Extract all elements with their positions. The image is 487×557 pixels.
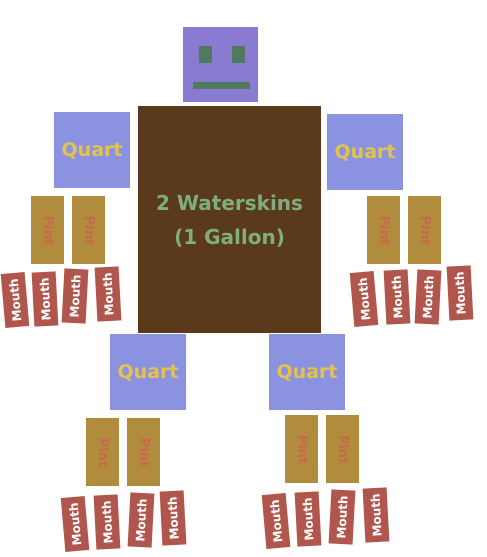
quart-top-right: Quart — [327, 114, 403, 190]
robot-head — [183, 27, 258, 102]
mouth-bottom-left-3: Mouth — [127, 492, 155, 548]
mouth-top-right-2: Mouth — [383, 269, 411, 325]
pint-label: Pint — [39, 215, 55, 245]
pint-label: Pint — [334, 434, 350, 464]
mouth-bottom-left-2: Mouth — [93, 494, 121, 550]
torso-label-line2: (1 Gallon) — [174, 224, 285, 249]
mouth-label: Mouth — [451, 271, 469, 315]
mouth-bottom-right-1: Mouth — [261, 493, 291, 549]
pint-label: Pint — [375, 215, 391, 245]
left-eye — [199, 46, 212, 63]
mouth-top-right-1: Mouth — [349, 271, 379, 327]
mouth-label: Mouth — [99, 272, 117, 316]
mouth-label: Mouth — [6, 277, 24, 323]
quart-label: Quart — [276, 361, 338, 383]
torso-label-line1: 2 Waterskins — [156, 190, 303, 215]
mouth-label: Mouth — [98, 500, 116, 544]
torso-waterskins: 2 Waterskins (1 Gallon) — [138, 106, 321, 333]
mouth-bottom-right-3: Mouth — [328, 489, 356, 545]
quart-label: Quart — [61, 139, 123, 161]
pint-label: Pint — [416, 215, 432, 245]
mouth-label: Mouth — [333, 495, 351, 539]
mouth-label: Mouth — [388, 275, 406, 319]
mouth-label: Mouth — [419, 275, 437, 319]
mouth-label: Mouth — [36, 277, 54, 321]
mouth-label: Mouth — [164, 496, 182, 540]
mouth-top-left-1: Mouth — [0, 272, 30, 328]
pint-label: Pint — [293, 434, 309, 464]
pint-top-left-2: Pint — [72, 196, 105, 264]
quart-bottom-right: Quart — [269, 334, 345, 410]
mouth-bottom-right-4: Mouth — [362, 487, 390, 543]
mouth-top-right-3: Mouth — [414, 269, 442, 325]
pint-bottom-right-2: Pint — [326, 415, 359, 483]
pint-bottom-left-2: Pint — [127, 418, 160, 486]
mouth-label: Mouth — [66, 274, 84, 318]
right-eye — [232, 46, 245, 63]
mouth-top-right-4: Mouth — [446, 265, 474, 321]
pint-bottom-right-1: Pint — [285, 415, 318, 483]
mouth-top-left-4: Mouth — [94, 266, 122, 322]
pint-label: Pint — [80, 215, 96, 245]
mouth-top-left-2: Mouth — [31, 271, 59, 327]
quart-bottom-left: Quart — [110, 334, 186, 410]
mouth-label: Mouth — [367, 493, 385, 537]
pint-bottom-left-1: Pint — [86, 418, 119, 486]
mouth-label: Mouth — [355, 276, 373, 322]
pint-label: Pint — [135, 437, 151, 467]
mouth-label: Mouth — [132, 498, 150, 542]
quart-label: Quart — [334, 141, 396, 163]
mouth-label: Mouth — [267, 498, 285, 544]
mouth-top-left-3: Mouth — [61, 268, 89, 324]
mouth-bottom-left-1: Mouth — [60, 496, 90, 552]
pint-label: Pint — [94, 437, 110, 467]
pint-top-right-2: Pint — [408, 196, 441, 264]
pint-top-left-1: Pint — [31, 196, 64, 264]
mouth-label: Mouth — [299, 497, 317, 541]
quart-label: Quart — [117, 361, 179, 383]
mouth-bottom-left-4: Mouth — [159, 490, 187, 546]
mouth-bottom-right-2: Mouth — [294, 491, 322, 547]
quart-top-left: Quart — [54, 112, 130, 188]
pint-top-right-1: Pint — [367, 196, 400, 264]
head-mouth-line — [193, 82, 250, 89]
mouth-label: Mouth — [66, 501, 84, 547]
